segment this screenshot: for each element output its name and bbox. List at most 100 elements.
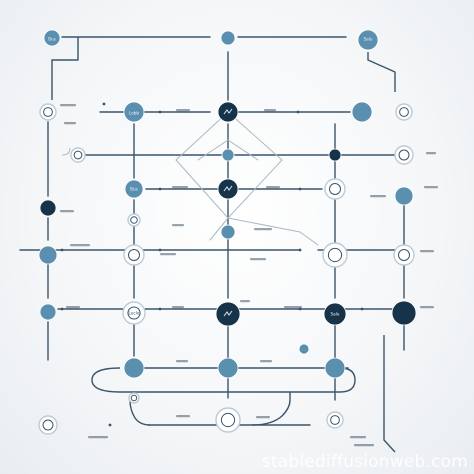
ring-node (122, 301, 146, 325)
label-mark (172, 186, 188, 189)
label-mark (176, 415, 190, 418)
connector-line (299, 231, 319, 246)
label-mark (176, 360, 188, 363)
ring-node (70, 147, 86, 163)
label-mark (240, 300, 250, 303)
ring-node-inner (43, 107, 53, 117)
label-mark (60, 210, 74, 213)
dark-node (39, 199, 57, 217)
light-node (217, 357, 239, 379)
connector-line (51, 37, 79, 100)
light-node (43, 29, 61, 47)
ring-node-inner (398, 249, 410, 261)
label-mark (250, 258, 266, 261)
junction-dot (108, 423, 112, 427)
connector-line (129, 399, 151, 426)
ring-node-inner (130, 394, 138, 402)
label-mark (354, 444, 374, 447)
ring-node-inner (128, 249, 140, 261)
connector-line (197, 139, 229, 161)
chart-glyph-icon (223, 310, 233, 317)
node-label-mid: Bus (130, 186, 138, 192)
light-node (38, 245, 58, 265)
node-label-row5-left: Lucle (128, 310, 140, 316)
connector-line (227, 217, 301, 233)
node-label-row2: Lobb (128, 110, 140, 116)
ring-node (128, 392, 140, 404)
chart-glyph-icon (223, 108, 233, 115)
connector-line (227, 111, 283, 161)
label-mark (350, 436, 366, 439)
junction-dot (158, 248, 162, 252)
ring-node (127, 213, 141, 227)
connector-line (91, 367, 356, 393)
connector-line (251, 392, 291, 426)
watermark: stablediffusionweb.com (261, 452, 468, 472)
ring-node (123, 244, 145, 266)
dark-node (323, 302, 347, 326)
chart-glyph-icon (223, 185, 233, 192)
light-node (298, 343, 310, 355)
junction-dot (298, 248, 302, 252)
junction-dot (102, 102, 106, 106)
label-mark (172, 224, 184, 227)
label-mark (420, 250, 434, 253)
junction-dot (158, 187, 162, 191)
ring-node-inner (327, 247, 343, 263)
light-node (220, 224, 236, 240)
connector-line (383, 335, 396, 453)
light-node (39, 303, 57, 321)
ring-node (39, 103, 57, 121)
label-mark (160, 253, 176, 256)
junction-dot (298, 187, 302, 191)
junction-dot (296, 110, 300, 114)
label-mark (424, 186, 438, 189)
ring-node-inner (329, 183, 341, 195)
light-node (357, 29, 379, 51)
ring-node-inner (42, 419, 54, 431)
label-mark (256, 416, 270, 419)
light-node (124, 179, 144, 199)
light-node (351, 101, 373, 123)
junction-dot (158, 307, 162, 311)
light-node (123, 101, 145, 123)
label-mark (88, 436, 108, 439)
ring-node-inner (399, 107, 409, 117)
ring-node-inner (330, 415, 340, 425)
node-label-top-left: Bus (48, 36, 56, 42)
ring-node-inner (73, 150, 83, 160)
junction-dot (60, 307, 64, 311)
connector-line (227, 159, 283, 219)
label-mark (284, 306, 302, 309)
label-mark (176, 109, 190, 112)
ring-node-inner (398, 149, 410, 161)
junction-dot (298, 307, 302, 311)
connector-line (367, 52, 396, 92)
junction-dot (360, 307, 364, 311)
label-mark (370, 195, 386, 198)
light-node (220, 30, 236, 46)
label-mark (172, 306, 184, 309)
connector-line (209, 217, 229, 241)
connector-line (61, 147, 71, 156)
junction-dot (60, 248, 64, 252)
label-mark (420, 306, 434, 309)
label-mark (60, 104, 76, 107)
label-mark (260, 360, 272, 363)
label-mark (66, 306, 80, 309)
label-mark (254, 228, 272, 231)
connector-line (175, 159, 229, 219)
ring-node (215, 407, 241, 433)
ring-node (326, 411, 344, 429)
ring-node-inner (220, 412, 236, 428)
light-node (394, 186, 414, 206)
ring-node (395, 103, 413, 121)
label-mark (264, 109, 276, 112)
light-node (221, 148, 235, 162)
ring-node (322, 242, 348, 268)
dark-node (328, 148, 342, 162)
light-node (123, 357, 145, 379)
node-label-top-right: Salu (363, 36, 373, 42)
